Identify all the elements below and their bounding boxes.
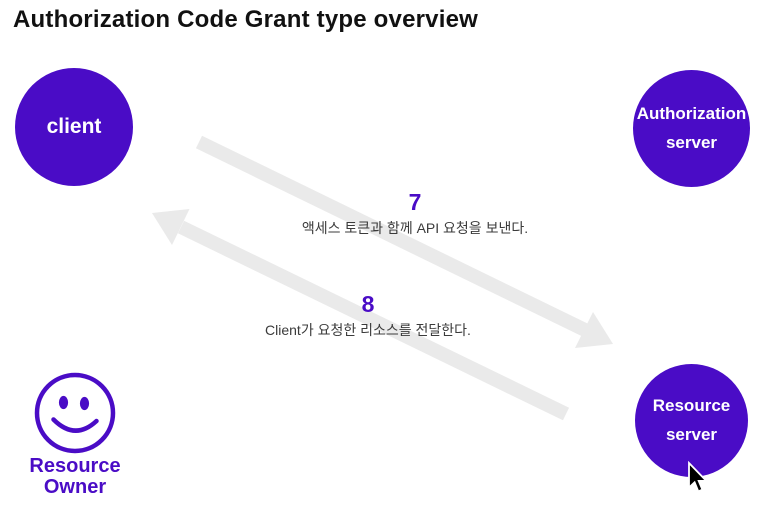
arrow-step8-resource-server-to-client (152, 209, 570, 421)
resource-owner-node: Resource Owner (10, 371, 140, 498)
resource-server-node: Resource server (635, 364, 748, 477)
resource-owner-label: Resource Owner (10, 456, 140, 498)
step-8-description: Client가 요청한 리소스를 전달한다. (265, 322, 471, 339)
mouse-cursor-icon (688, 461, 709, 493)
smiley-face-icon (34, 372, 116, 454)
client-node-label: client (46, 115, 102, 138)
arrow-step7-client-to-resource-server (195, 135, 613, 348)
resource-server-label-line2: server (665, 424, 718, 444)
resource-owner-label-line2: Owner (43, 476, 107, 498)
authorization-server-node: Authorization server (633, 70, 750, 187)
page-title: Authorization Code Grant type overview (13, 6, 478, 33)
step-7-number: 7 (408, 189, 422, 215)
client-node: client (15, 68, 133, 186)
authorization-server-label-line2: server (665, 132, 718, 152)
step-7-description: 액세스 토큰과 함께 API 요청을 보낸다. (301, 220, 529, 237)
resource-owner-label-line1: Resource (29, 455, 121, 477)
step-8-number: 8 (361, 291, 375, 317)
step-8: 8 Client가 요청한 리소스를 전달한다. (208, 291, 528, 340)
authorization-server-label-line1: Authorization (636, 104, 747, 124)
step-7: 7 액세스 토큰과 함께 API 요청을 보낸다. (255, 189, 575, 238)
resource-server-label-line1: Resource (652, 395, 731, 415)
